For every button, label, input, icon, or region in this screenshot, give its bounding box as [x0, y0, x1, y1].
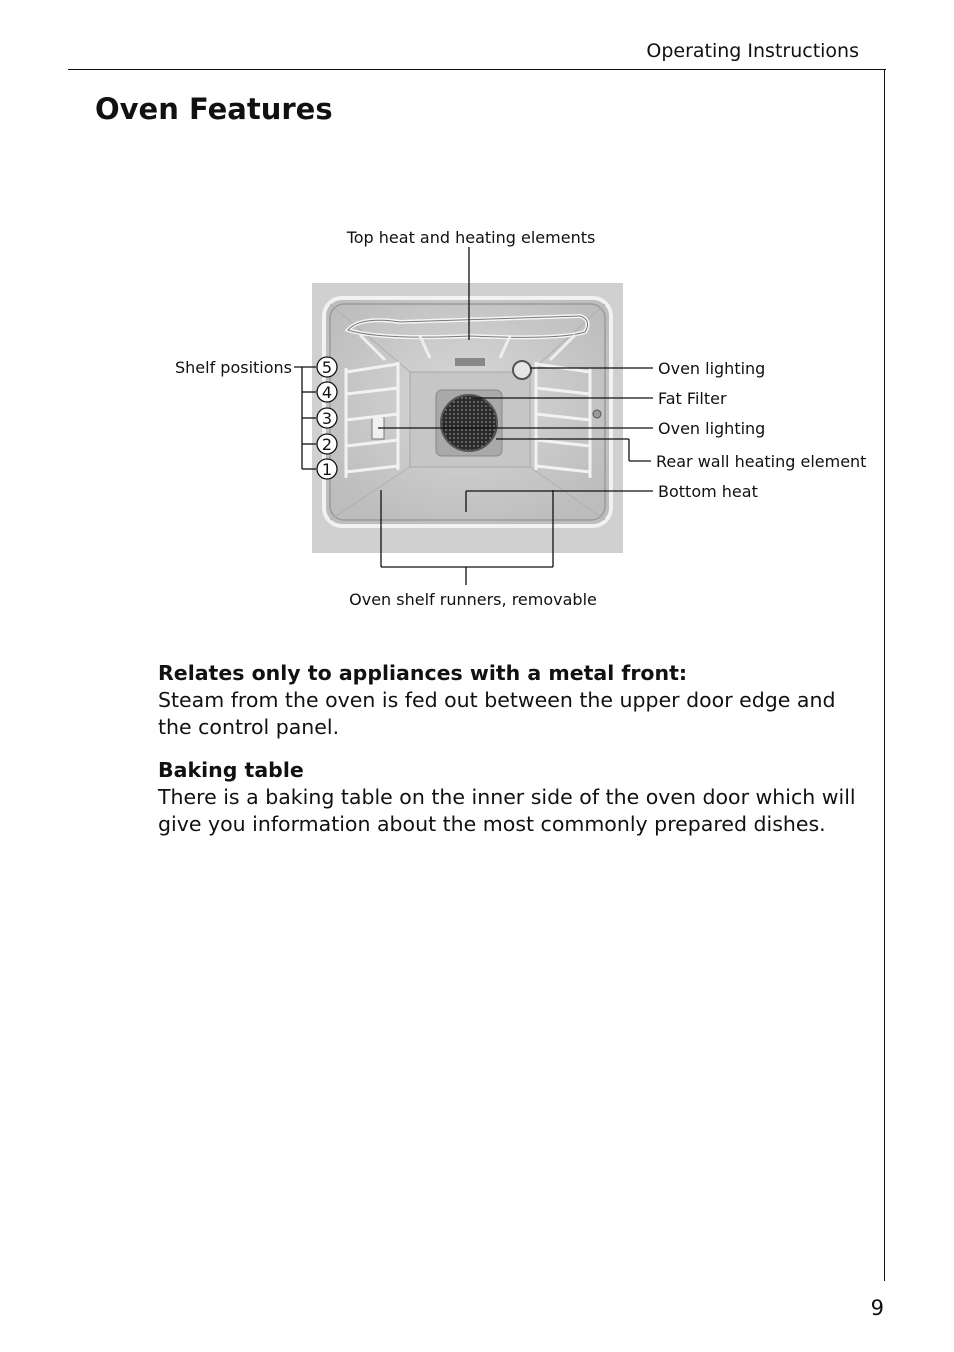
- label-fat-filter: Fat Filter: [658, 389, 727, 408]
- metal-front-text: Steam from the oven is fed out between t…: [158, 688, 836, 739]
- baking-table-heading: Baking table: [158, 758, 304, 782]
- metal-front-section: Relates only to appliances with a metal …: [158, 660, 858, 741]
- label-shelf-positions: Shelf positions: [175, 358, 292, 377]
- label-top-heat: Top heat and heating elements: [346, 228, 596, 247]
- shelf-number-1: 1: [322, 460, 332, 479]
- shelf-number-2: 2: [322, 435, 332, 454]
- shelf-number-5: 5: [322, 358, 332, 377]
- header-rule: [68, 69, 886, 70]
- label-bottom-heat: Bottom heat: [658, 482, 758, 501]
- label-oven-lighting-side: Oven lighting: [658, 419, 765, 438]
- callout-lines: [294, 247, 653, 585]
- side-rule: [884, 69, 885, 1281]
- shelf-number-4: 4: [322, 383, 332, 402]
- baking-table-section: Baking table There is a baking table on …: [158, 757, 858, 838]
- label-oven-lighting-top: Oven lighting: [658, 359, 765, 378]
- label-runners: Oven shelf runners, removable: [349, 590, 597, 609]
- label-rear-wall: Rear wall heating element: [656, 452, 866, 471]
- oven-illustration: [312, 283, 623, 553]
- baking-table-text: There is a baking table on the inner sid…: [158, 785, 856, 836]
- shelf-number-3: 3: [322, 409, 332, 428]
- running-header: Operating Instructions: [646, 40, 859, 62]
- metal-front-heading: Relates only to appliances with a metal …: [158, 661, 688, 685]
- page-title: Oven Features: [95, 92, 333, 126]
- oven-features-diagram: 5 4 3 2 1 Top heat and heating elements …: [175, 228, 866, 609]
- page-number: 9: [870, 1296, 884, 1320]
- shelf-position-markers: 5 4 3 2 1: [316, 356, 338, 480]
